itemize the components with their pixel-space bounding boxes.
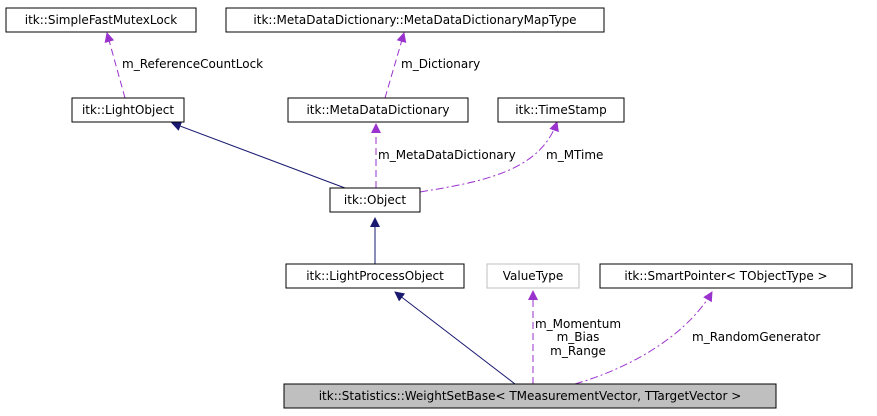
- label-bias: m_Bias: [557, 330, 600, 344]
- label-range: m_Range: [550, 344, 606, 358]
- edge-inherit-light-object: [171, 121, 346, 189]
- label-momentum: m_Momentum: [535, 317, 621, 331]
- node-light-process-object[interactable]: itk::LightProcessObject: [285, 263, 465, 289]
- node-meta-data-dictionary-map-type[interactable]: itk::MetaDataDictionary::MetaDataDiction…: [225, 7, 605, 33]
- node-smart-pointer[interactable]: itk::SmartPointer< TObjectType >: [599, 263, 853, 289]
- edge-random-generator: [574, 291, 713, 385]
- node-simple-fast-mutex-lock[interactable]: itk::SimpleFastMutexLock: [5, 7, 197, 33]
- edge-reference-count-lock: [104, 32, 126, 99]
- node-time-stamp-label: itk::TimeStamp: [515, 103, 606, 117]
- node-weight-set-base: itk::Statistics::WeightSetBase< TMeasure…: [283, 383, 777, 409]
- node-time-stamp[interactable]: itk::TimeStamp: [497, 97, 625, 123]
- label-mtime: m_MTime: [546, 148, 603, 162]
- node-simple-fast-mutex-lock-label: itk::SimpleFastMutexLock: [25, 13, 178, 27]
- node-object-label: itk::Object: [344, 193, 406, 207]
- node-value-type: ValueType: [486, 263, 580, 289]
- node-meta-data-dictionary[interactable]: itk::MetaDataDictionary: [287, 97, 469, 123]
- node-light-object[interactable]: itk::LightObject: [71, 97, 185, 123]
- label-random-generator: m_RandomGenerator: [692, 330, 820, 344]
- label-dictionary: m_Dictionary: [401, 57, 480, 71]
- label-meta-data-dictionary: m_MetaDataDictionary: [378, 148, 516, 162]
- edge-inherit-light-process-object: [394, 291, 516, 385]
- node-weight-set-base-label: itk::Statistics::WeightSetBase< TMeasure…: [319, 389, 742, 403]
- label-reference-count-lock: m_ReferenceCountLock: [122, 57, 263, 71]
- node-smart-pointer-label: itk::SmartPointer< TObjectType >: [624, 269, 827, 283]
- node-meta-data-dictionary-map-type-label: itk::MetaDataDictionary::MetaDataDiction…: [253, 13, 576, 27]
- node-meta-data-dictionary-label: itk::MetaDataDictionary: [306, 103, 449, 117]
- node-light-object-label: itk::LightObject: [82, 103, 174, 117]
- edge-mtime: [419, 121, 559, 193]
- node-light-process-object-label: itk::LightProcessObject: [306, 269, 444, 283]
- node-object[interactable]: itk::Object: [329, 187, 421, 213]
- edge-dictionary: [384, 32, 407, 99]
- node-value-type-label: ValueType: [503, 269, 564, 283]
